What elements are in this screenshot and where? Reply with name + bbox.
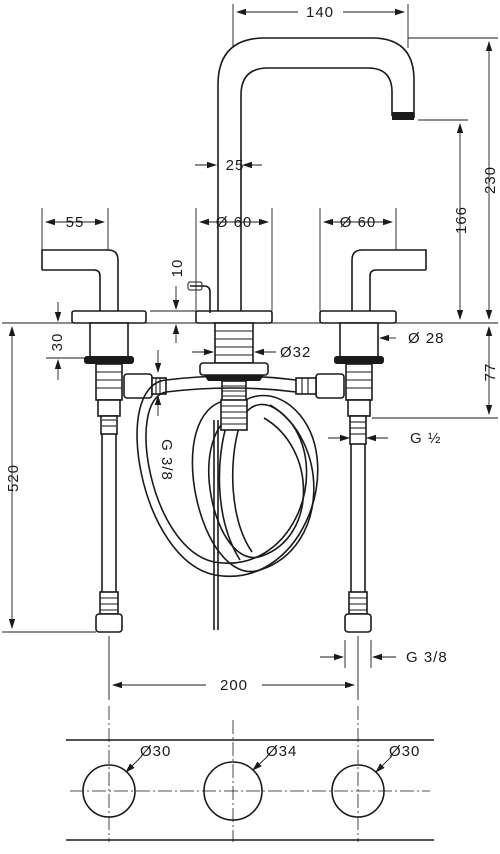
hole-center-circle xyxy=(203,761,263,821)
dim-spout-diameter: 25 xyxy=(226,157,245,174)
dimension-lines xyxy=(2,4,498,700)
dim-shank-diameter-small: Ø 28 xyxy=(408,330,445,347)
dim-lift-rod-height: 10 xyxy=(169,259,186,278)
dim-hole-right: Ø30 xyxy=(389,743,420,760)
dim-shank-diameter-center: Ø32 xyxy=(280,344,311,361)
dim-supply-thread: G ½ xyxy=(410,430,441,447)
hole-right-circle xyxy=(331,764,385,818)
right-handle xyxy=(319,249,427,417)
left-supply-hose xyxy=(95,415,123,633)
dim-inlet-thread-top: G 3/8 xyxy=(158,439,175,481)
left-handle xyxy=(41,249,147,417)
cross-connection xyxy=(123,373,345,578)
dim-lever-length: 55 xyxy=(66,214,85,231)
dim-hose-thread: G 3/8 xyxy=(406,649,448,666)
dim-spout-base-diameter: Ø 60 xyxy=(216,214,253,231)
dim-overall-length: 520 xyxy=(5,464,22,492)
right-supply-hose xyxy=(344,415,372,633)
dim-below-deck: 77 xyxy=(482,363,499,382)
hole-left-circle xyxy=(82,764,136,818)
spout xyxy=(217,37,415,315)
dimension-labels: 140 25 55 Ø 60 Ø 60 10 30 Ø 28 Ø32 166 2… xyxy=(5,4,499,694)
dim-centers-spacing: 200 xyxy=(220,677,248,694)
dim-escutcheon-height: 30 xyxy=(49,333,66,352)
spout-base xyxy=(187,281,273,630)
dim-spout-reach: 140 xyxy=(306,4,334,21)
dim-hole-center: Ø34 xyxy=(266,743,297,760)
hole-layout: Ø30 Ø34 Ø30 xyxy=(66,706,434,842)
dim-height-spout: 166 xyxy=(453,206,470,234)
dim-handle-base-diameter: Ø 60 xyxy=(340,214,377,231)
dim-hole-left: Ø30 xyxy=(140,743,171,760)
dim-height-total: 230 xyxy=(482,166,499,194)
